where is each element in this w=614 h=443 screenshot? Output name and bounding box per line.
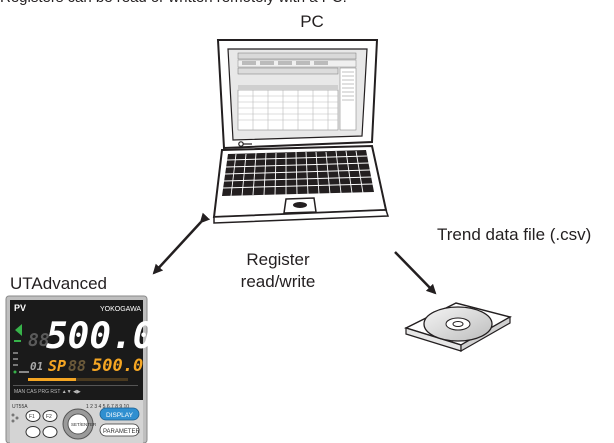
status-row: MAN CAS PRG RST ▲▼ ◀▶ (14, 389, 81, 395)
led-numbers: 1 2 3 4 5 6 7 8 9 10 (86, 404, 129, 410)
set-enter-button: SET/ENTER (71, 422, 97, 427)
pv-tag: PV (14, 303, 26, 313)
parameter-button: PARAMETER (103, 429, 141, 435)
sp-value: 500.0 (92, 356, 143, 376)
brand-logo: YOKOGAWA (100, 306, 141, 313)
trend-arrow (394, 251, 437, 295)
pv-dim-digit: 88 (28, 330, 50, 351)
pc-label: PC (300, 12, 324, 31)
f2-button: F2 (46, 414, 52, 420)
register-label: Register (246, 250, 310, 269)
register-arrow (152, 212, 211, 275)
cd-disc-icon (403, 302, 512, 353)
pv-value: 500.0 (46, 316, 154, 357)
sp-tag: SP (48, 357, 66, 375)
utadvanced-controller-icon: PV YOKOGAWA 500.0 88 01 SP 88 500.0 MAN … (5, 295, 154, 443)
device-label: UTAdvanced (10, 274, 108, 293)
read-write-label: read/write (240, 272, 316, 291)
top-caption: Registers can be read or written remotel… (0, 0, 347, 8)
laptop-icon (212, 39, 390, 224)
sp-number: 01 (30, 360, 43, 373)
screen-content (237, 52, 357, 131)
sp-dim-digit: 88 (68, 357, 86, 375)
display-button: DISPLAY (106, 412, 134, 419)
f1-button: F1 (29, 414, 35, 420)
trend-file-label: Trend data file (.csv) (437, 225, 592, 244)
model-tag: UT55A (12, 404, 28, 410)
